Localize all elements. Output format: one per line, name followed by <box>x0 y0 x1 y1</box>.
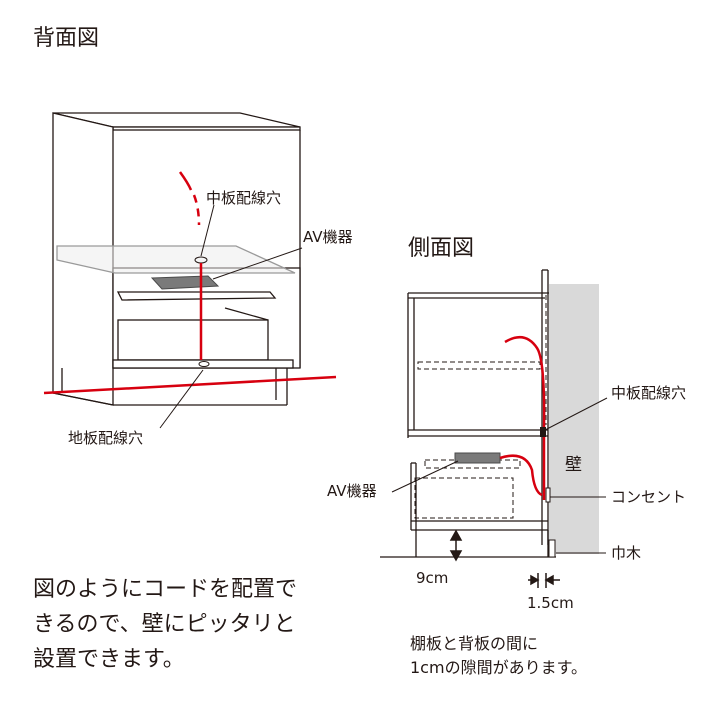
inner-shelf <box>116 291 277 301</box>
gap-15cm-label: 1.5cm <box>527 594 574 612</box>
side-av-device <box>454 452 501 464</box>
side-leaders <box>391 397 608 554</box>
inner-box <box>117 319 269 361</box>
rear-middle-hole-label: 中板配線穴 <box>206 189 282 207</box>
gap-note: 棚板と背板の間に 1cmの隙間があります。 <box>410 634 587 677</box>
height-9cm-label: 9cm <box>416 569 449 587</box>
baseboard-label: 巾木 <box>611 544 642 562</box>
height-dimension-arrow <box>449 529 463 562</box>
side-middle-hole <box>540 427 546 437</box>
rear-av-device-label: AV機器 <box>303 228 353 246</box>
wall-label: 壁 <box>565 455 582 475</box>
description-text: 図のようにコードを配置で きるので、壁にピッタリと 設置できます。 <box>33 577 298 672</box>
bottom-board <box>112 359 294 369</box>
baseboard <box>548 539 556 558</box>
side-view-title: 側面図 <box>408 236 475 261</box>
gap-dimension-arrows <box>528 573 560 588</box>
rear-view-title: 背面図 <box>33 26 100 51</box>
side-cord <box>499 335 546 500</box>
middle-shelf <box>56 245 296 274</box>
outlet-label: コンセント <box>611 488 687 506</box>
rear-floor-hole-label: 地板配線穴 <box>68 429 144 447</box>
rear-view-cabinet <box>52 112 301 406</box>
wall <box>549 284 599 554</box>
side-dashed-shelves <box>414 295 547 520</box>
rear-leaders <box>159 204 303 429</box>
side-av-device-label: AV機器 <box>327 482 377 500</box>
rear-floor-hole <box>198 361 210 367</box>
outlet <box>545 487 551 503</box>
rear-cord <box>43 171 337 395</box>
side-middle-hole-label: 中板配線穴 <box>611 384 687 402</box>
side-view-cabinet <box>380 269 556 558</box>
